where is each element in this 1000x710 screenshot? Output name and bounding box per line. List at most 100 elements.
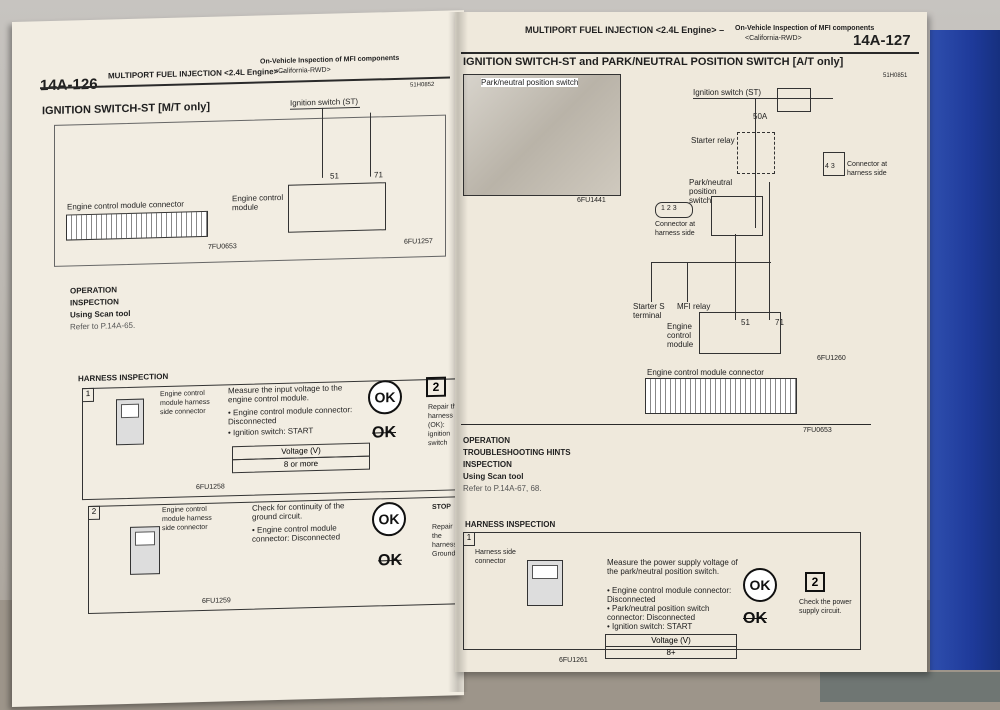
figure-code: 6FU1261 [559, 657, 588, 664]
pin-71: 71 [775, 318, 784, 327]
figure-label: Harness side connector [475, 549, 516, 565]
mfi-relay-box [777, 88, 811, 112]
scan-tool: Using Scan tool [463, 472, 524, 481]
figure-code: 7FU0653 [803, 427, 832, 434]
figure-code: 6FU1260 [817, 355, 846, 362]
figure-label: Engine control module harness side conne… [162, 505, 212, 533]
ng-icon: OK [372, 423, 396, 442]
inspection-heading: INSPECTION [70, 297, 119, 308]
multimeter-figure [130, 526, 160, 575]
step-bullet: • Park/neutral position switch connector… [607, 604, 710, 622]
header-subtitle-2: <California-RWD> [274, 66, 331, 76]
figure-code: 6FU1258 [196, 483, 225, 492]
ng-icon: OK [378, 551, 402, 570]
ecm-connector-figure [645, 378, 797, 414]
wire [322, 107, 323, 178]
refer-text: Refer to P.14A-67, 68. [463, 484, 542, 493]
wire [687, 262, 688, 302]
step1-frame [463, 532, 861, 650]
pin-71: 71 [374, 170, 383, 180]
multimeter-figure [116, 398, 144, 446]
ecm-label: Engine control module [232, 192, 284, 213]
step-instruction: Measure the input voltage to the engine … [228, 383, 343, 405]
ecm-box [699, 312, 781, 354]
wire [651, 262, 771, 263]
diagram-frame [54, 114, 446, 267]
pin-51: 51 [330, 171, 339, 181]
ok-icon: OK [743, 568, 777, 602]
photo-label: Park/neutral position switch [481, 78, 579, 87]
connector-pins: 4 3 [825, 163, 835, 170]
table-value: 8+ [605, 646, 737, 659]
figure-code: 6FU1257 [404, 237, 433, 246]
connector-a-label: Connector at harness side [655, 221, 696, 237]
wire [735, 234, 736, 320]
step-number: 1 [463, 532, 475, 546]
section-title: IGNITION SWITCH-ST [M/T only] [42, 100, 211, 118]
operation-heading: OPERATION [463, 436, 510, 445]
harness-heading: HARNESS INSPECTION [465, 520, 556, 529]
header-title: MULTIPORT FUEL INJECTION <2.4L Engine> – [525, 25, 725, 35]
connector-b-label: Connector at harness side [847, 161, 888, 177]
step-bullet: • Engine control module connector: Disco… [228, 405, 353, 427]
header-rule [461, 52, 919, 54]
pn-switch-label: Park/neutral position switch [689, 178, 733, 205]
fuse-label: 50A [753, 112, 768, 121]
header-subtitle-2: <California-RWD> [745, 35, 802, 42]
header-subtitle: On-Vehicle Inspection of MFI components [735, 25, 875, 32]
section-title: IGNITION SWITCH-ST and PARK/NEUTRAL POSI… [463, 56, 844, 68]
ecm-box [288, 182, 386, 233]
step-instruction: Check for continuity of the ground circu… [252, 501, 345, 522]
starter-label: Starter S terminal [633, 302, 665, 320]
scan-tool: Using Scan tool [70, 308, 131, 320]
harness-heading: HARNESS INSPECTION [78, 371, 169, 384]
wire [755, 98, 756, 228]
ecm-label: Engine control module [667, 322, 694, 349]
step-instruction: Measure the power supply voltage of the … [607, 558, 738, 576]
next-step-badge: 2 [805, 572, 825, 592]
pin-51: 51 [741, 318, 750, 327]
repair-text: Check the power supply circuit. [799, 599, 852, 615]
mfi-relay-label: MFI relay [677, 302, 711, 311]
connector-pins: 1 2 3 [661, 205, 677, 212]
wire [769, 182, 770, 320]
starter-relay-label: Starter relay [691, 136, 735, 145]
ignition-label: Ignition switch (ST) [290, 96, 359, 108]
figure-label: Engine control module harness side conne… [160, 389, 210, 417]
step-bullet: • Engine control module connector: Disco… [607, 586, 732, 604]
divider [461, 424, 871, 425]
header-title: MULTIPORT FUEL INJECTION <2.4L Engine> – [108, 66, 285, 81]
connector-a-figure [655, 202, 693, 218]
grey-binder-edge [820, 672, 1000, 702]
right-page: MULTIPORT FUEL INJECTION <2.4L Engine> –… [455, 12, 927, 672]
ecm-connector-figure [66, 210, 208, 241]
inspection-heading: INSPECTION [463, 460, 512, 469]
figure-code: 7FU0653 [208, 243, 237, 251]
page-number: 14A-127 [853, 32, 911, 49]
ignition-label: Ignition switch (ST) [693, 88, 762, 97]
header-subtitle: On-Vehicle Inspection of MFI components [260, 54, 400, 66]
wire [693, 98, 833, 99]
step-bullet: • Engine control module connector: Disco… [252, 523, 341, 544]
corner-code: 51H0852 [410, 81, 435, 89]
operation-heading: OPERATION [70, 285, 117, 296]
left-page: 14A-126 MULTIPORT FUEL INJECTION <2.4L E… [12, 10, 466, 708]
blue-binder [930, 30, 1000, 670]
troubleshooting-heading: TROUBLESHOOTING HINTS [463, 448, 571, 457]
book-spine-shadow [448, 12, 468, 692]
connector-label: Engine control module connector [647, 368, 764, 377]
multimeter-figure [527, 560, 563, 606]
next-step-badge: 2 [426, 376, 446, 398]
connector-b-figure [823, 152, 845, 176]
header-rule [40, 76, 450, 90]
pn-switch-box [711, 196, 763, 236]
step-bullet: • Ignition switch: START [607, 622, 693, 631]
figure-code: 6FU1259 [202, 597, 231, 606]
starter-relay-box [737, 132, 775, 174]
step-number: 2 [88, 505, 100, 521]
corner-code: 51H0851 [883, 73, 908, 79]
refer-text: Refer to P.14A-65. [70, 320, 136, 332]
ng-icon: OK [743, 610, 767, 627]
switch-photo [463, 74, 621, 196]
wire [370, 112, 371, 177]
